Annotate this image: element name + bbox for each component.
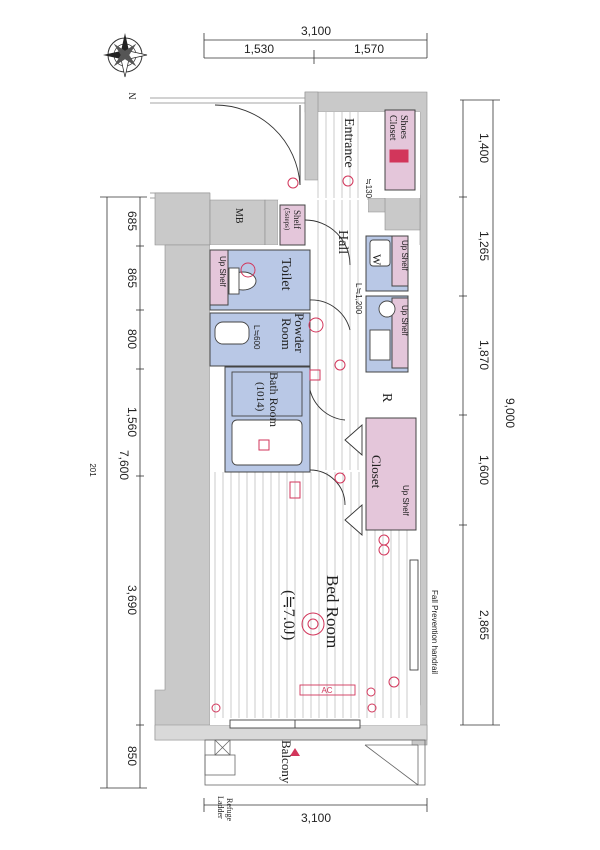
ac-unit	[299, 684, 356, 696]
electrical-markers	[211, 149, 409, 713]
balcony	[204, 739, 426, 786]
up-shelf-strip-1	[209, 249, 229, 306]
dim-right-seg-5: 2,865	[477, 610, 491, 640]
dim-left-seg-3: 800	[125, 329, 139, 349]
room-mb: MB	[233, 208, 244, 224]
room-powder-line2: Room	[279, 318, 294, 350]
l600-label: L≒600	[252, 325, 261, 350]
side-note: 201	[88, 463, 97, 477]
ac-label: AC	[321, 686, 332, 695]
room-shelf-line2: (5steps)	[283, 208, 291, 231]
kitchen-sink	[369, 239, 391, 267]
fall-prevention-label: Fall Prevention handrail	[430, 590, 439, 674]
shelf-area	[279, 204, 306, 246]
bottom-dimensions	[203, 798, 428, 812]
compass-rose-icon	[103, 33, 148, 78]
bath-wash-area	[231, 371, 303, 417]
top-dimensions	[203, 33, 428, 64]
dim-left-seg-6: 850	[125, 746, 139, 766]
up-shelf-label-4: Up Shelf	[401, 485, 410, 516]
room-entrance: Entrance	[341, 118, 356, 168]
refuge-ladder-line1: Refuge	[225, 798, 234, 822]
room-balcony: Balcony	[279, 740, 294, 784]
room-hall: Hall	[335, 230, 350, 254]
kitchen-w-label: W	[370, 254, 384, 266]
dim-right-total: 9,000	[503, 398, 517, 428]
small-labels: Up Shelf Up Shelf Up Shelf Up Shelf W L≒…	[218, 178, 439, 674]
right-dimensions	[459, 99, 500, 726]
up-shelf-strip-2	[391, 235, 409, 287]
toilet-tank	[228, 267, 240, 295]
room-labels: Entrance Shoes Closet MB Shelf (5steps) …	[216, 115, 409, 822]
corridor-railing	[150, 97, 305, 199]
left-dimensions	[100, 196, 147, 789]
storage-areas	[209, 109, 417, 531]
bathtub	[231, 419, 303, 466]
l1200-label: L≒1,200	[354, 283, 363, 315]
dim-top-right: 1,570	[354, 42, 384, 56]
up-shelf-label-1: Up Shelf	[218, 256, 227, 287]
room-shelf-line1: Shelf	[292, 210, 302, 229]
r-mark: R	[379, 393, 394, 403]
walls	[154, 91, 428, 746]
room-bath-line1: Bath Room	[267, 372, 281, 428]
dim-left-seg-5: 3,690	[125, 585, 139, 615]
north-label: N	[128, 92, 139, 99]
dim-left-seg-4: 1,560	[125, 407, 139, 437]
window-sash	[229, 559, 419, 729]
powder-sink	[214, 321, 250, 345]
room-shoes-closet-line2: Closet	[387, 115, 398, 141]
dim-right-seg-3: 1,870	[477, 340, 491, 370]
up-shelf-strip-3	[391, 297, 409, 369]
washer	[369, 329, 391, 361]
refuge-ladder-line2: Ladder	[216, 796, 225, 819]
dim-left-seg-2: 865	[125, 268, 139, 288]
stove-burner	[378, 300, 396, 318]
dim-top-left: 1,530	[244, 42, 274, 56]
dim-top-total: 3,100	[301, 24, 331, 38]
dim-left-seg-1: 685	[125, 211, 139, 231]
up-shelf-label-3: Up Shelf	[400, 305, 409, 336]
room-bed: Bed Room	[323, 575, 342, 648]
dim-right-seg-2: 1,265	[477, 231, 491, 261]
balcony-entry-arrow	[290, 748, 300, 756]
room-bed-size: (≒7.0J)	[280, 590, 297, 640]
room-bath-line2: (1014)	[254, 382, 266, 412]
step-label: ≒130	[364, 178, 373, 199]
room-closet: Closet	[369, 455, 384, 489]
doors	[214, 104, 363, 536]
closet-area	[365, 417, 417, 531]
up-shelf-label-2: Up Shelf	[400, 240, 409, 271]
room-shoes-closet-line1: Shoes	[398, 115, 409, 139]
room-powder-line1: Powder	[292, 313, 307, 353]
room-toilet: Toilet	[278, 258, 293, 291]
dim-right-seg-4: 1,600	[477, 455, 491, 485]
dim-right-seg-1: 1,400	[477, 133, 491, 163]
dim-left-total: 7,600	[117, 450, 131, 480]
dim-bottom-total: 3,100	[301, 811, 331, 825]
